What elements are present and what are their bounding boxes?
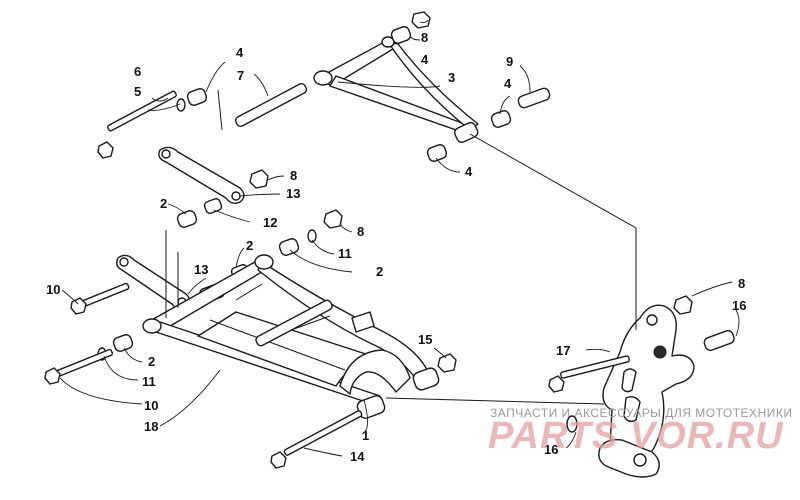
callout-15: 15	[418, 332, 432, 347]
callout-18: 18	[144, 419, 158, 434]
callout-7: 7	[237, 68, 244, 83]
nut-15	[437, 353, 457, 373]
lower-a-arm	[142, 254, 440, 419]
callout-4: 4	[465, 164, 473, 179]
callout-17: 17	[556, 343, 570, 358]
watermark-brand: PARTS VOR.RU	[488, 415, 784, 457]
callout-10: 10	[144, 398, 158, 413]
lower-left-hardware	[44, 282, 134, 385]
callout-2: 2	[148, 354, 155, 369]
upper-hardware	[97, 11, 551, 162]
upper-a-arm	[313, 36, 479, 143]
callout-2: 2	[160, 196, 167, 211]
callout-labels: 8 4 3 6 5 4 7 9 4 4 8 13 2 12 8 2 11 2 1…	[46, 30, 746, 464]
callout-13: 13	[194, 262, 208, 277]
callout-8: 8	[738, 276, 745, 291]
spindle-knuckle	[598, 304, 695, 478]
watermark-caption: ЗАПЧАСТИ И АКСЕССУАРЫ ДЛЯ МОТОТЕХНИКИ	[490, 406, 792, 420]
assembly-lines	[165, 89, 637, 405]
callout-9: 9	[506, 54, 513, 69]
callout-2: 2	[376, 264, 383, 279]
callout-13: 13	[286, 186, 300, 201]
bolt-14	[270, 410, 363, 469]
callout-1: 1	[362, 428, 369, 443]
leader-lines	[59, 19, 740, 457]
callout-3: 3	[448, 70, 455, 85]
callout-16: 16	[732, 298, 746, 313]
callout-8: 8	[421, 30, 428, 45]
callout-4: 4	[504, 76, 512, 91]
callout-8: 8	[290, 168, 297, 183]
callout-14: 14	[350, 449, 365, 464]
link-rod-lower	[115, 254, 191, 311]
callout-12: 12	[263, 215, 277, 230]
callout-11: 11	[338, 246, 352, 261]
callout-10: 10	[46, 282, 60, 297]
callout-2: 2	[246, 238, 253, 253]
callout-5: 5	[134, 84, 141, 99]
callout-16: 16	[544, 442, 558, 457]
callout-8: 8	[357, 224, 364, 239]
right-hardware	[548, 295, 735, 433]
mid-bushings	[176, 198, 343, 303]
callout-4: 4	[236, 45, 244, 60]
watermark: ЗАПЧАСТИ И АКСЕССУАРЫ ДЛЯ МОТОТЕХНИКИ PA…	[488, 406, 792, 457]
callout-6: 6	[134, 64, 141, 79]
callout-11: 11	[142, 374, 156, 389]
link-rod-upper	[158, 146, 269, 205]
callout-4: 4	[421, 52, 429, 67]
